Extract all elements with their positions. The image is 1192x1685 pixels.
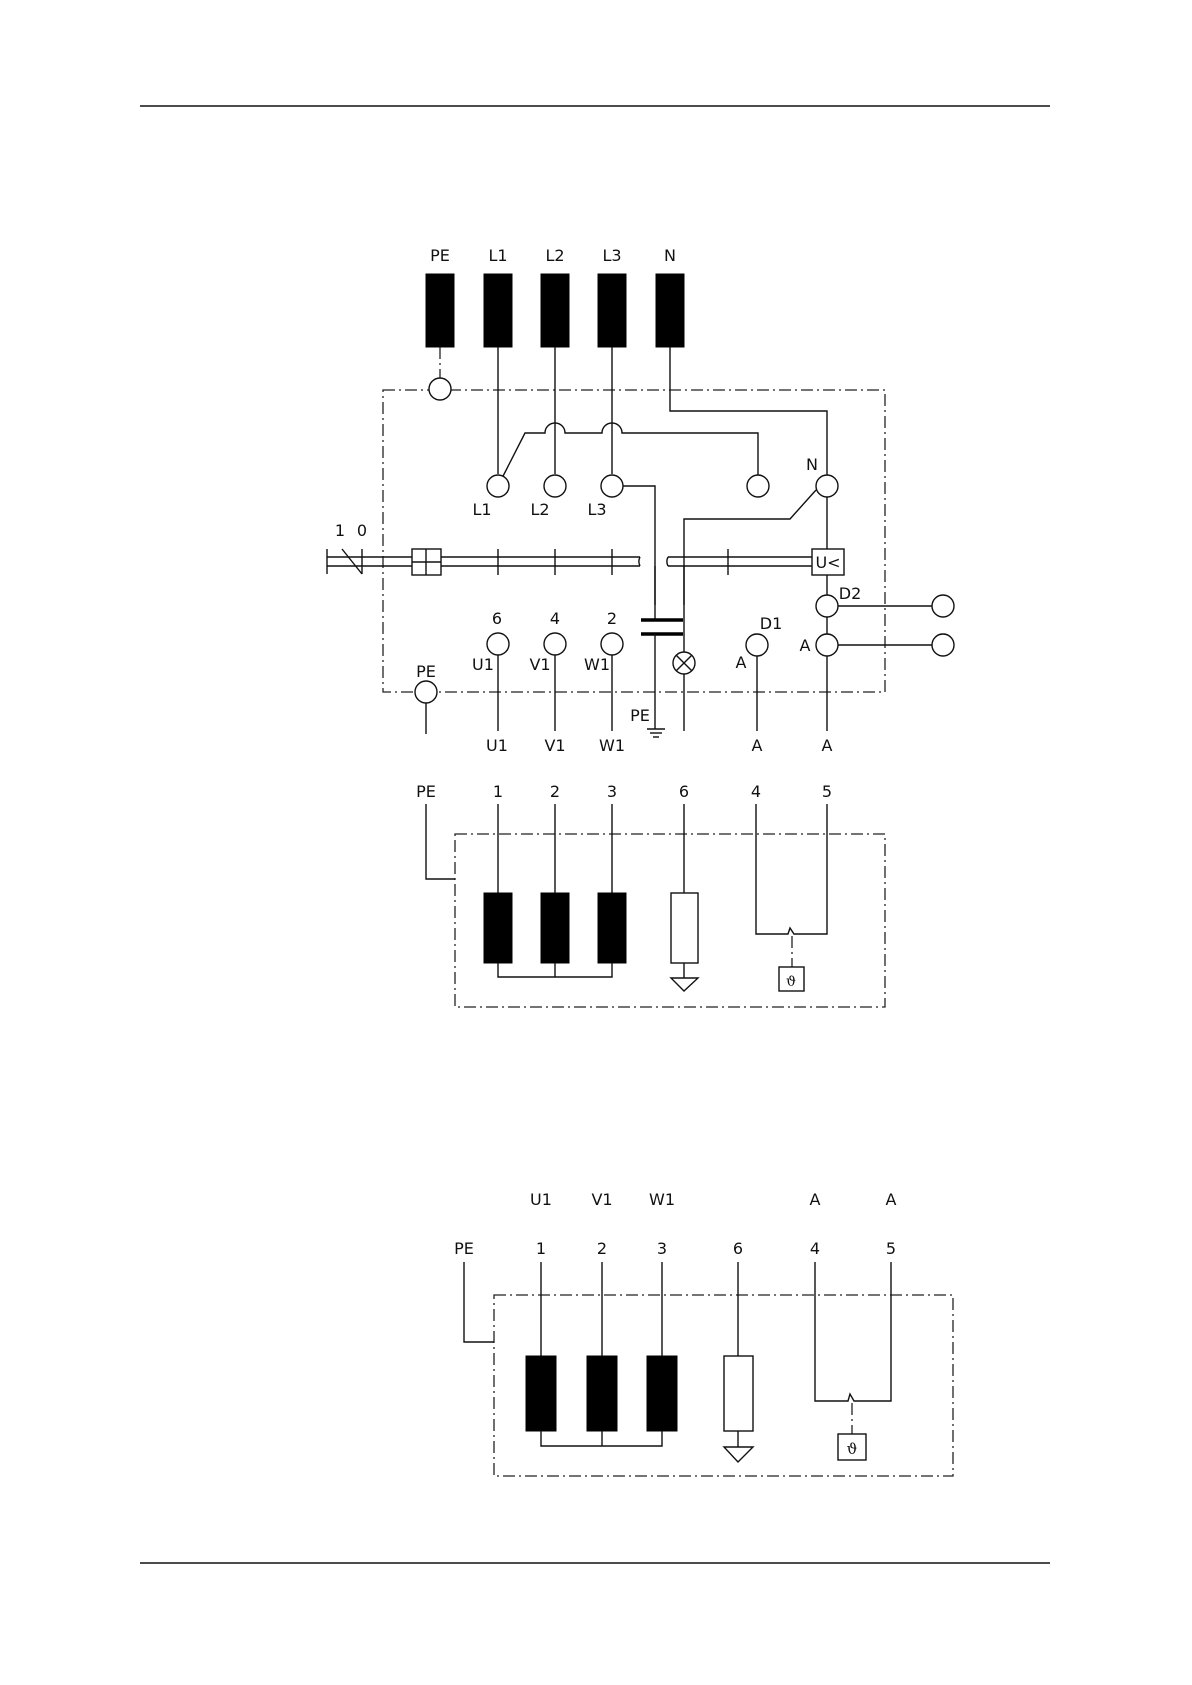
motor3-top-label-a1: A [810, 1190, 821, 1209]
top-terminal-label-l2: L2 [545, 246, 564, 265]
pe-terminal-lower [415, 681, 437, 703]
motor3-thermal-symbol: ϑ [847, 1440, 858, 1458]
motor3-label-5: 5 [886, 1239, 896, 1258]
undervoltage-label: U< [815, 553, 840, 572]
motor2-heater [671, 893, 698, 963]
terminal-block-pe [426, 274, 454, 347]
aux-label-a1: A [736, 653, 747, 672]
motor-terminal-u1 [487, 633, 509, 655]
pe-terminal-top [429, 378, 451, 400]
motor3-top-label-a2: A [886, 1190, 897, 1209]
motor2-label-2: 2 [550, 782, 560, 801]
terminal-block-l2 [541, 274, 569, 347]
motor3-earth-symbol [724, 1447, 753, 1462]
motor3-label-pe: PE [454, 1239, 474, 1258]
motor-terminal-w1 [601, 633, 623, 655]
motor-terminal-name-v1: V1 [529, 655, 550, 674]
motor3-winding-3 [647, 1356, 677, 1431]
bottom-output-a1: A [752, 736, 763, 755]
inner-terminal-spare [747, 475, 769, 497]
aux-label-a2: A [800, 636, 811, 655]
inner-label-l3: L3 [587, 500, 606, 519]
inner-terminal-l2 [544, 475, 566, 497]
motor2-winding-3 [598, 893, 626, 963]
motor-terminal-number-2: 2 [607, 609, 617, 628]
motor-terminal-name-w1: W1 [584, 655, 610, 674]
motor2-label-1: 1 [493, 782, 503, 801]
terminal-block-l3 [598, 274, 626, 347]
motor2-thermal-symbol: ϑ [786, 974, 796, 990]
inner-terminal-l3 [601, 475, 623, 497]
aux-terminal-d2 [816, 595, 838, 617]
motor3-label-1: 1 [536, 1239, 546, 1258]
motor2-label-pe: PE [416, 782, 436, 801]
aux-terminal-a [816, 634, 838, 656]
motor3-winding-2 [587, 1356, 617, 1431]
wiring-diagram-main: PE L1 L2 L3 N L1 L2 L3 N [327, 246, 954, 755]
motor2-winding-1 [484, 893, 512, 963]
aux-label-d1: D1 [760, 614, 783, 633]
motor-terminal-v1 [544, 633, 566, 655]
motor3-label-2: 2 [597, 1239, 607, 1258]
switch-label-0: 0 [357, 521, 367, 540]
enclosure-outline-motor2 [455, 834, 885, 1007]
aux-label-d2: D2 [839, 584, 862, 603]
motor3-top-label-u1: U1 [530, 1190, 552, 1209]
bottom-output-u1: U1 [486, 736, 508, 755]
motor-terminal-number-6: 6 [492, 609, 502, 628]
motor-diagram-small: PE 1 2 3 6 4 5 ϑ [416, 782, 885, 1007]
inner-label-l1: L1 [472, 500, 491, 519]
motor-diagram-large: U1 V1 W1 A A PE 1 2 3 6 4 5 ϑ [454, 1190, 953, 1476]
top-terminal-label-n: N [664, 246, 676, 265]
motor2-label-5: 5 [822, 782, 832, 801]
motor2-label-6: 6 [679, 782, 689, 801]
switch-label-1: 1 [335, 521, 345, 540]
pe-lower-label: PE [416, 662, 436, 681]
motor3-label-3: 3 [657, 1239, 667, 1258]
bottom-output-w1: W1 [599, 736, 625, 755]
aux-terminal-d1 [746, 634, 768, 656]
terminal-block-n [656, 274, 684, 347]
inner-terminal-n [816, 475, 838, 497]
motor3-winding-1 [526, 1356, 556, 1431]
terminal-block-l1 [484, 274, 512, 347]
motor2-winding-2 [541, 893, 569, 963]
motor2-earth-symbol [671, 978, 698, 991]
top-terminal-label-l1: L1 [488, 246, 507, 265]
external-terminal-a [932, 634, 954, 656]
motor-terminal-name-u1: U1 [472, 655, 494, 674]
top-terminal-label-pe: PE [430, 246, 450, 265]
inner-terminal-l1 [487, 475, 509, 497]
bottom-output-a2: A [822, 736, 833, 755]
motor3-top-label-w1: W1 [649, 1190, 675, 1209]
motor-terminal-number-4: 4 [550, 609, 560, 628]
bottom-output-v1: V1 [544, 736, 565, 755]
motor3-top-label-v1: V1 [591, 1190, 612, 1209]
external-terminal-d2 [932, 595, 954, 617]
motor3-label-6: 6 [733, 1239, 743, 1258]
inner-label-n: N [806, 455, 818, 474]
earth-label: PE [630, 706, 650, 725]
motor2-label-3: 3 [607, 782, 617, 801]
motor2-label-4: 4 [751, 782, 761, 801]
motor3-heater [724, 1356, 753, 1431]
inner-label-l2: L2 [530, 500, 549, 519]
top-terminal-label-l3: L3 [602, 246, 621, 265]
motor3-label-4: 4 [810, 1239, 820, 1258]
